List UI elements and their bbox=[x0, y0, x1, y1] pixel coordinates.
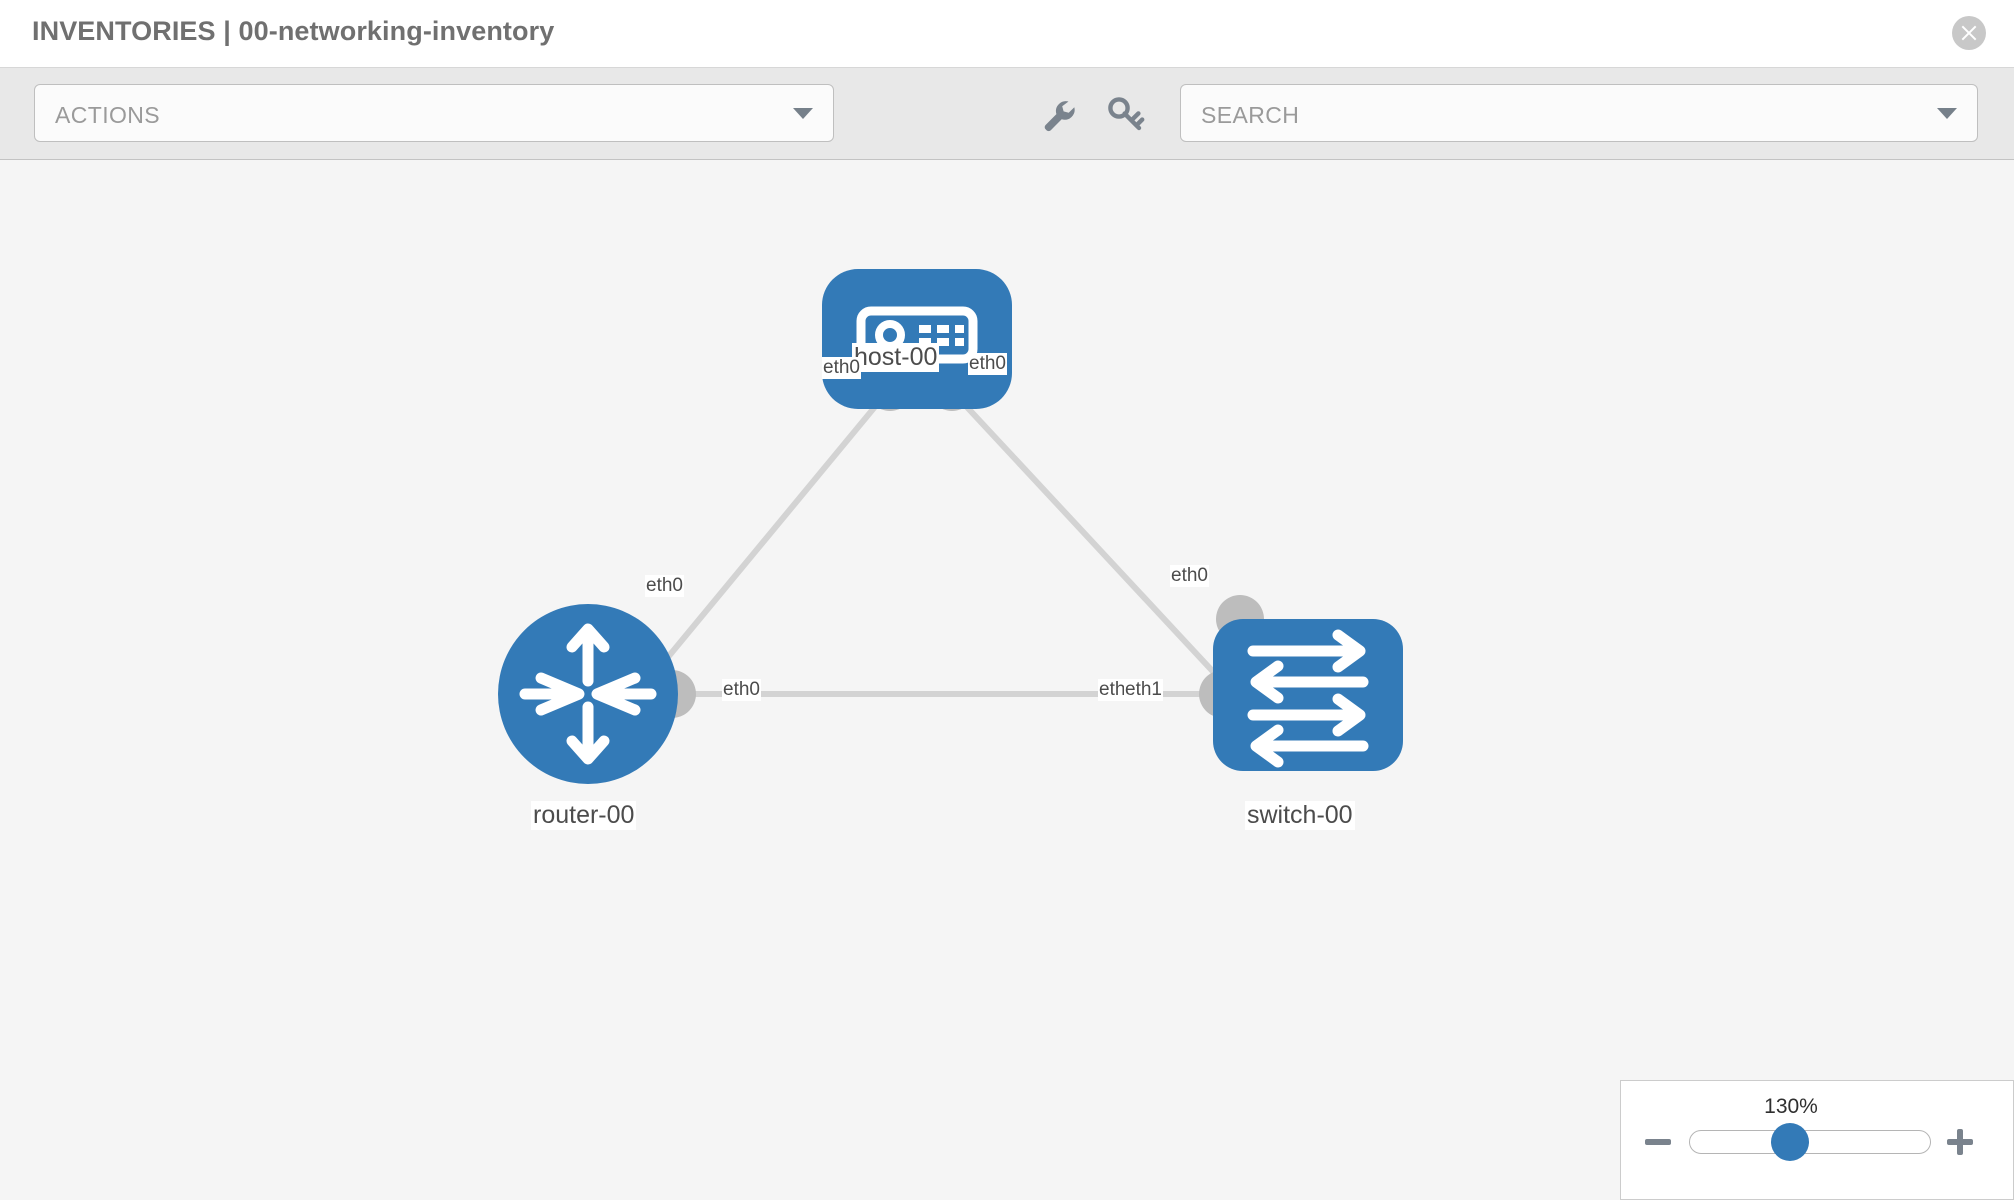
search-placeholder: SEARCH bbox=[1201, 102, 1300, 128]
topology-links bbox=[637, 388, 1248, 709]
zoom-slider-thumb[interactable] bbox=[1771, 1123, 1809, 1161]
node-label-router-00: router-00 bbox=[531, 801, 637, 830]
actions-dropdown[interactable]: ACTIONS bbox=[34, 84, 834, 142]
node-router-00 bbox=[498, 604, 678, 784]
page-title: INVENTORIES | 00-networking-inventory bbox=[32, 16, 555, 46]
minus-icon[interactable] bbox=[1641, 1125, 1675, 1159]
plus-icon[interactable] bbox=[1943, 1125, 1977, 1159]
toolbar: ACTIONS SEARCH bbox=[0, 68, 2014, 160]
zoom-level-value: 130% bbox=[1764, 1095, 1818, 1118]
topology-graph bbox=[498, 269, 1403, 784]
iface-label: eth0 bbox=[722, 679, 761, 701]
close-icon[interactable] bbox=[1952, 16, 1986, 50]
iface-label: eth0 bbox=[645, 575, 684, 597]
node-label-switch-00: switch-00 bbox=[1245, 801, 1355, 830]
wrench-icon[interactable] bbox=[1037, 94, 1079, 136]
topology-ports bbox=[648, 363, 1264, 718]
actions-dropdown-label: ACTIONS bbox=[55, 102, 161, 128]
page-header: INVENTORIES | 00-networking-inventory bbox=[0, 0, 2014, 68]
link-host00-router00 bbox=[637, 389, 891, 693]
node-host-00 bbox=[822, 269, 1012, 409]
zoom-slider-track[interactable] bbox=[1689, 1130, 1931, 1154]
key-icon[interactable] bbox=[1105, 94, 1147, 136]
switch-icon bbox=[1247, 629, 1369, 768]
node-label-host-00: host-00 bbox=[852, 343, 940, 372]
iface-label: eth0 bbox=[968, 353, 1007, 375]
iface-label: eth1 bbox=[1124, 679, 1163, 701]
link-host00-switch00 bbox=[949, 388, 1248, 709]
chevron-down-icon bbox=[793, 108, 813, 119]
search-input[interactable]: SEARCH bbox=[1180, 84, 1978, 142]
iface-label: eth0 bbox=[822, 357, 861, 379]
router-icon bbox=[519, 623, 657, 765]
zoom-control-panel: 130% bbox=[1620, 1080, 2014, 1200]
iface-label: eth0 bbox=[1170, 565, 1209, 587]
topology-canvas[interactable]: host-00 router-00 switch-00 eth0 eth0 et… bbox=[0, 161, 2014, 1200]
chevron-down-icon[interactable] bbox=[1937, 108, 1957, 119]
node-switch-00 bbox=[1213, 619, 1403, 771]
